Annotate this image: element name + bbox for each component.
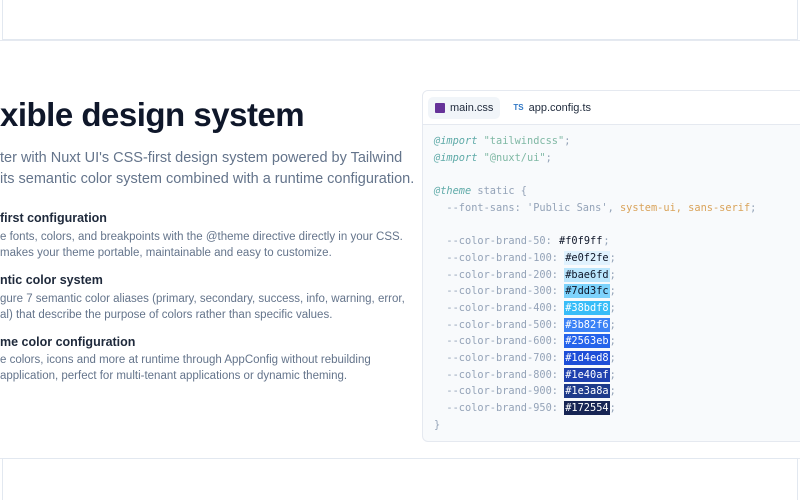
code-keyword: @theme (434, 185, 472, 198)
code-tabs: main.css TS app.config.ts (423, 91, 800, 125)
color-swatch-value: #172554 (564, 401, 610, 415)
code-line: @theme static { (434, 183, 756, 200)
hero-subtitle: ter with Nuxt UI's CSS-first design syst… (0, 150, 403, 166)
color-variable-name: --color-brand-400 (446, 301, 552, 314)
color-variable-name: --color-brand-50 (446, 235, 546, 248)
color-swatch-value: #1e40af (564, 367, 610, 382)
code-line-color: --color-brand-50: #f0f9ff; (446, 235, 610, 248)
typescript-file-icon: TS (513, 103, 524, 112)
color-swatch-value: #7dd3fc (564, 284, 610, 299)
feature-text: al) that describe the purpose of colors … (0, 309, 333, 321)
feature-title: ntic color system (0, 273, 103, 287)
tab-app-config-ts[interactable]: TS app.config.ts (506, 97, 598, 119)
feature-title: first configuration (0, 211, 107, 225)
code-line-color: --color-brand-500: #3b82f6; (446, 317, 616, 332)
code-line: } (434, 418, 441, 431)
code-text: --font-sans: 'Public Sans', (434, 201, 620, 214)
feature-text: application, perfect for multi-tenant ap… (0, 370, 348, 382)
code-line-color: --color-brand-700: #1d4ed8; (446, 350, 616, 365)
top-section-frame (2, 0, 798, 40)
color-swatch-value: #f0f9ff (559, 235, 603, 248)
color-swatch-value: #e0f2fe (564, 250, 610, 265)
page-title: xible design system (0, 96, 305, 133)
css-file-icon (435, 102, 445, 113)
feature-text: e fonts, colors, and breakpoints with th… (0, 231, 403, 243)
code-line-color: --color-brand-400: #38bdf8; (446, 300, 616, 315)
color-swatch-value: #38bdf8 (564, 300, 610, 315)
code-string: "tailwindcss" (483, 135, 565, 147)
feature-text: e colors, icons and more at runtime thro… (0, 354, 371, 366)
code-string: "@nuxt/ui" (483, 151, 546, 164)
code-text: static { (471, 185, 527, 198)
code-value: system-ui, sans-serif (619, 201, 751, 214)
code-line: @import "@nuxt/ui"; (434, 151, 552, 164)
code-line (434, 166, 756, 183)
code-line-color: --color-brand-800: #1e40af; (446, 367, 616, 382)
color-variable-name: --color-brand-500 (446, 318, 552, 331)
code-block: @import "tailwindcss"; @import "@nuxt/ui… (434, 133, 756, 433)
hero-subtitle: its semantic color system combined with … (0, 171, 415, 187)
feature-text: makes your theme portable, maintainable … (0, 247, 332, 259)
code-keyword: @import (434, 151, 478, 164)
code-line-color: --color-brand-900: #1e3a8a; (446, 384, 616, 399)
code-line-color: --color-brand-950: #172554; (446, 401, 616, 415)
feature-text: gure 7 semantic color aliases (primary, … (0, 293, 405, 305)
color-swatch-value: #3b82f6 (564, 317, 610, 332)
color-variable-name: --color-brand-800 (446, 368, 552, 381)
color-variable-name: --color-brand-950 (446, 402, 552, 414)
code-line-color: --color-brand-200: #bae6fd; (446, 267, 616, 282)
feature-title: me color configuration (0, 335, 136, 349)
tab-label: main.css (450, 101, 494, 114)
divider (0, 40, 800, 41)
tab-label: app.config.ts (528, 101, 592, 114)
color-variable-name: --color-brand-900 (446, 385, 552, 398)
color-swatch-value: #1e3a8a (564, 384, 610, 399)
color-variable-name: --color-brand-600 (446, 335, 552, 348)
color-swatch-value: #2563eb (564, 334, 610, 349)
color-variable-name: --color-brand-200 (446, 268, 552, 281)
code-panel: main.css TS app.config.ts @import "tailw… (422, 90, 800, 442)
color-swatch-value: #1d4ed8 (564, 350, 610, 365)
code-line: @import "tailwindcss"; (434, 135, 571, 147)
code-line-color: --color-brand-100: #e0f2fe; (446, 250, 616, 265)
color-variable-name: --color-brand-300 (446, 285, 552, 298)
color-swatch-value: #bae6fd (564, 267, 610, 282)
code-line: --font-sans: 'Public Sans', system-ui, s… (434, 201, 757, 214)
tab-main-css[interactable]: main.css (428, 96, 501, 119)
bottom-section-frame (2, 458, 798, 500)
code-keyword: @import (434, 135, 478, 147)
code-line-color: --color-brand-300: #7dd3fc; (446, 284, 616, 299)
code-line-color: --color-brand-600: #2563eb; (446, 334, 616, 349)
color-variable-name: --color-brand-100 (446, 251, 552, 264)
color-variable-name: --color-brand-700 (446, 351, 552, 364)
code-line (434, 216, 756, 233)
